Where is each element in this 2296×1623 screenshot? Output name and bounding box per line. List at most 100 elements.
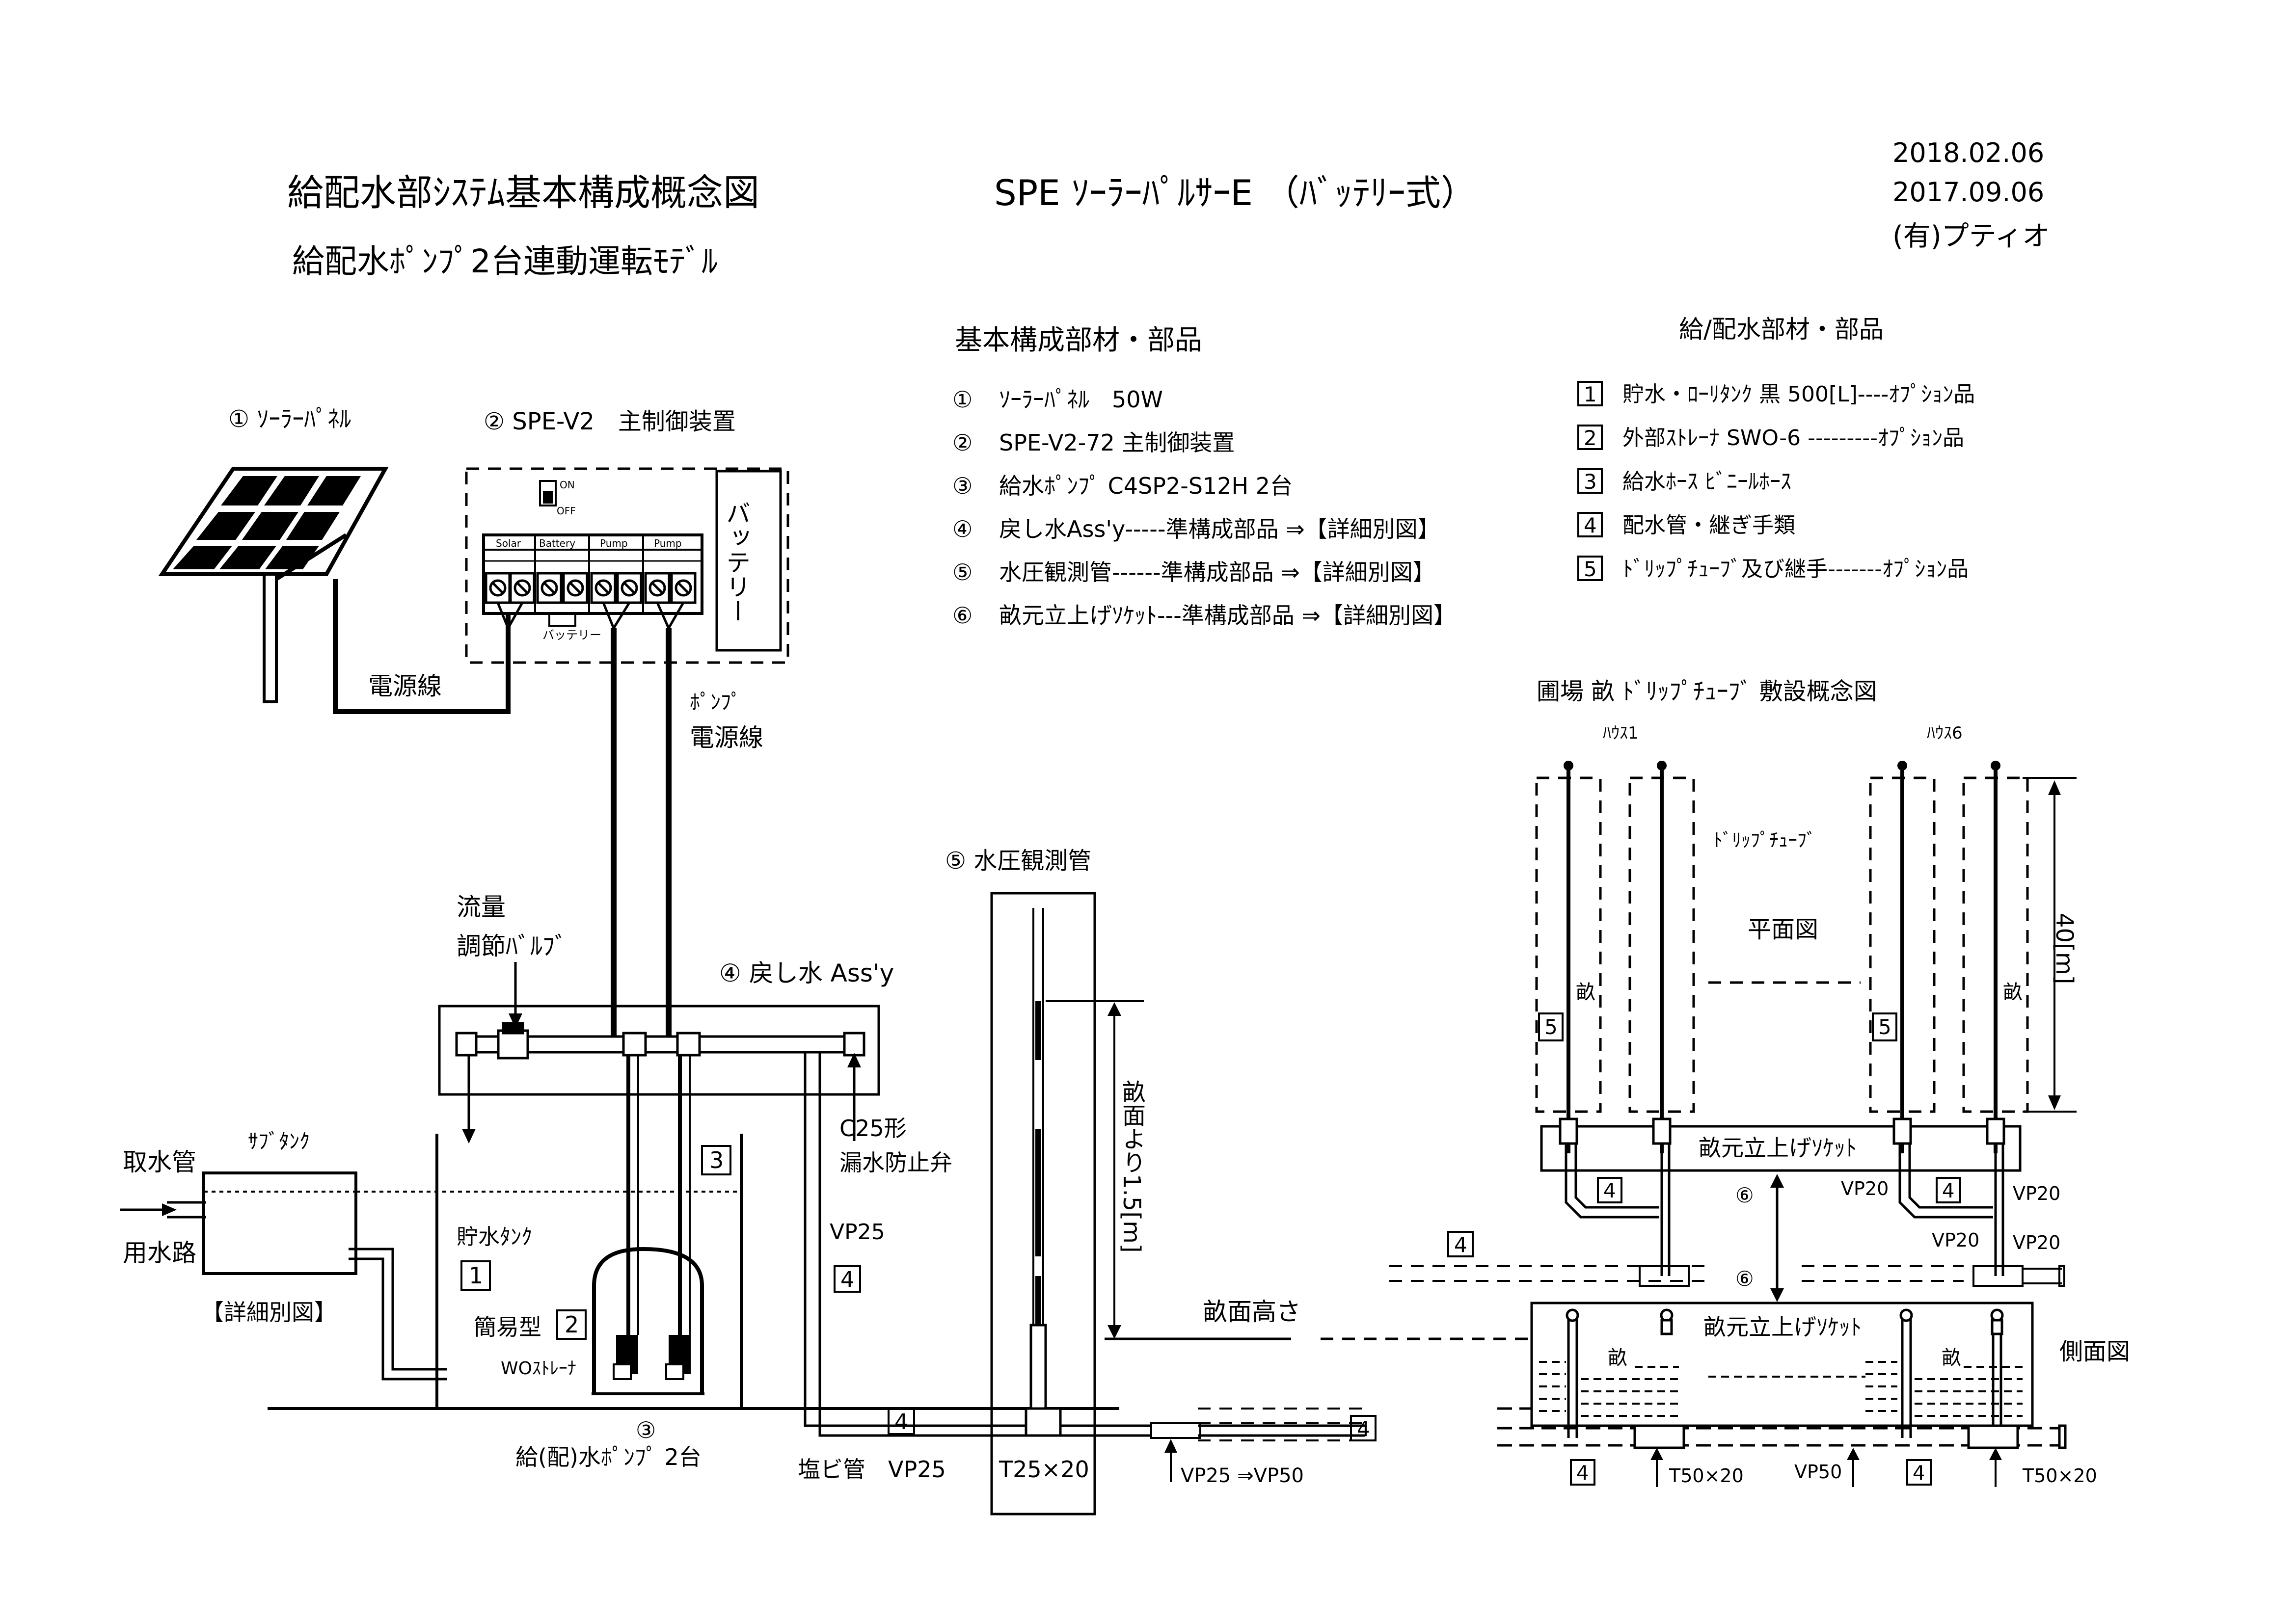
drip-tube-label: ﾄﾞﾘｯﾌﾟﾁｭｰﾌﾞ [1713,829,1816,851]
return-assy-box [438,1005,880,1096]
tag-number: 2 [1584,426,1597,450]
tag-number: 4 [1584,513,1597,537]
tag-number: 4 [1913,1462,1925,1485]
length-label: 40[m] [2051,913,2078,984]
house-6-label: ﾊｳｽ6 [1927,723,1963,743]
vp20-label: VP20 [2013,1183,2060,1204]
terminal-label-pump: Pump [654,537,682,549]
tag-number: 4 [840,1267,854,1292]
layout-title: 圃場 畝 ﾄﾞﾘｯﾌﾟﾁｭｰﾌﾞ 敷設概念図 [1537,678,1877,705]
header-pipe [1389,1265,2065,1287]
tag-box [1577,512,1603,537]
battery-wire-label: バッテリー [542,628,601,642]
subtank-pipe [349,1248,447,1371]
ridge-height-label: 畝面高さ [1203,1298,1301,1326]
t25x20-label: T25×20 [999,1456,1089,1483]
pump-power-wire-label-2: 電源線 [690,723,763,752]
supply-part-text: 給水ﾎｰｽ ﾋﾞﾆｰﾙﾎｰｽ [1622,469,1791,494]
basic-parts-list: ① ｿｰﾗｰﾊﾟﾈﾙ 50W ② SPE-V2-72 主制御装置 ③ 給水ﾎﾟﾝ… [952,386,1456,629]
return-pipe [455,1022,865,1060]
c25-label-2: 漏水防止弁 [839,1149,952,1176]
intake-arrow [120,1203,177,1216]
battery-box-label: バッテリー [722,501,751,623]
pump-power-wire-label-1: ﾎﾟﾝﾌﾟ [690,690,741,714]
vp25-to-vp50-label: VP25 ⇒VP50 [1181,1464,1304,1487]
basic-part-text: 戻し水Ass'y-----準構成部品 ⇒【詳細別図】 [999,516,1440,542]
socket-top-label: 畝元立上げｿｹｯﾄ [1699,1135,1857,1161]
tag-box [1577,381,1603,406]
tag-number: 3 [709,1147,724,1173]
side-view-box [1530,1302,2034,1427]
plan-ridges [1535,761,2029,1153]
six-label: ⑥ [1735,1183,1754,1207]
title-sub: 給配水ﾎﾟﾝﾌﾟ2台連動運転ﾓﾃﾞﾙ [292,242,718,280]
tag-box [888,1408,915,1435]
tag-number: 5 [1544,1015,1558,1039]
intake-pipe-label: 取水管 [123,1148,196,1176]
basic-part-text: 給水ﾎﾟﾝﾌﾟ C4SP2-S12H 2台 [999,473,1293,499]
date-1: 2018.02.06 [1892,137,2044,168]
switch-off-label: OFF [557,505,576,517]
plan-view-label: 平面図 [1748,916,1818,943]
wo-strainer-label: WOｽﾄﾚｰﾅ [501,1358,576,1379]
basic-part-num: ③ [952,473,972,499]
tag-number: 4 [1942,1180,1954,1202]
water-channel-label: 用水路 [123,1239,196,1267]
storage-tank-label: 貯水ﾀﾝｸ [457,1224,532,1250]
terminal-label-battery: Battery [539,537,575,549]
tag-box [1570,1459,1595,1486]
tag-number: 1 [1584,382,1597,406]
flow-valve-label-1: 流量 [457,893,506,921]
solar-panel-icon [158,467,389,703]
side-view-risers [1566,1308,2004,1438]
tag-number: 4 [894,1410,908,1435]
tag-box [1577,556,1603,581]
tag-box [1350,1415,1377,1441]
pressure-tube-label: ⑤ 水圧観測管 [945,847,1091,875]
pvc-pipe-label: 塩ビ管 VP25 [798,1456,946,1483]
tag-number: 1 [469,1262,483,1289]
tag-box [1906,1459,1932,1486]
six-label: ⑥ [1735,1267,1754,1291]
detail-ref-label: 【詳細別図】 [201,1299,337,1326]
house-1-label: ﾊｳｽ1 [1603,723,1639,743]
basic-part-text: 水圧観測管------準構成部品 ⇒【詳細別図】 [999,559,1435,585]
vp20-label: VP20 [2013,1232,2060,1253]
pump-label: 給(配)水ﾎﾟﾝﾌﾟ 2台 [515,1444,702,1470]
tag-number: 3 [1584,470,1597,494]
terminal-label-pump: Pump [600,537,628,549]
soil-hatching [1539,1361,2023,1417]
basic-part-text: SPE-V2-72 主制御装置 [999,429,1235,456]
supply-part-text: ﾄﾞﾘｯﾌﾟﾁｭｰﾌﾞ及び継手-------ｵﾌﾟｼｮﾝ品 [1622,557,1969,582]
power-wire-label: 電源線 [368,672,442,700]
tag-box [460,1260,491,1291]
tag-number: 5 [1878,1015,1891,1039]
t50x20-label: T50×20 [2022,1465,2097,1487]
tag-number: 5 [1584,557,1597,581]
tag-number: 4 [1454,1233,1467,1257]
ridge-label: 畝 [1576,981,1595,1004]
side-main-pipe [1497,1407,2067,1449]
tag-box [556,1309,587,1340]
t50x20-label: T50×20 [1669,1465,1744,1487]
terminal-label-solar: Solar [496,537,521,549]
supply-part-text: 貯水・ﾛｰﾘﾀﾝｸ 黒 500[L]----ｵﾌﾟｼｮﾝ品 [1622,382,1975,407]
tag-box [1597,1177,1622,1203]
sub-tank-label: ｻﾌﾞﾀﾝｸ [248,1129,310,1153]
vp50-label: VP50 [1794,1461,1842,1483]
tag-box [834,1265,861,1293]
socket-bar-top [1540,1125,2022,1172]
supply-part-text: 配水管・継ぎ手類 [1622,513,1795,538]
return-assy-label: ④ 戻し水 Ass'y [719,959,894,987]
sub-tank [167,1171,357,1275]
side-view-label: 側面図 [2059,1338,2130,1365]
subtank-pipe [349,1257,447,1381]
storage-tank [356,1134,743,1409]
terminal-screws [485,572,697,604]
socket-side-label: 畝元立上げｿｹｯﾄ [1703,1314,1862,1340]
flow-valve-label-2: 調節ﾊﾞﾙﾌﾞ [457,932,567,960]
tag-box [1577,468,1603,494]
tag-number: 4 [1603,1180,1616,1202]
c25-label-1: C25形 [839,1115,907,1142]
tag-number: 2 [565,1311,579,1338]
